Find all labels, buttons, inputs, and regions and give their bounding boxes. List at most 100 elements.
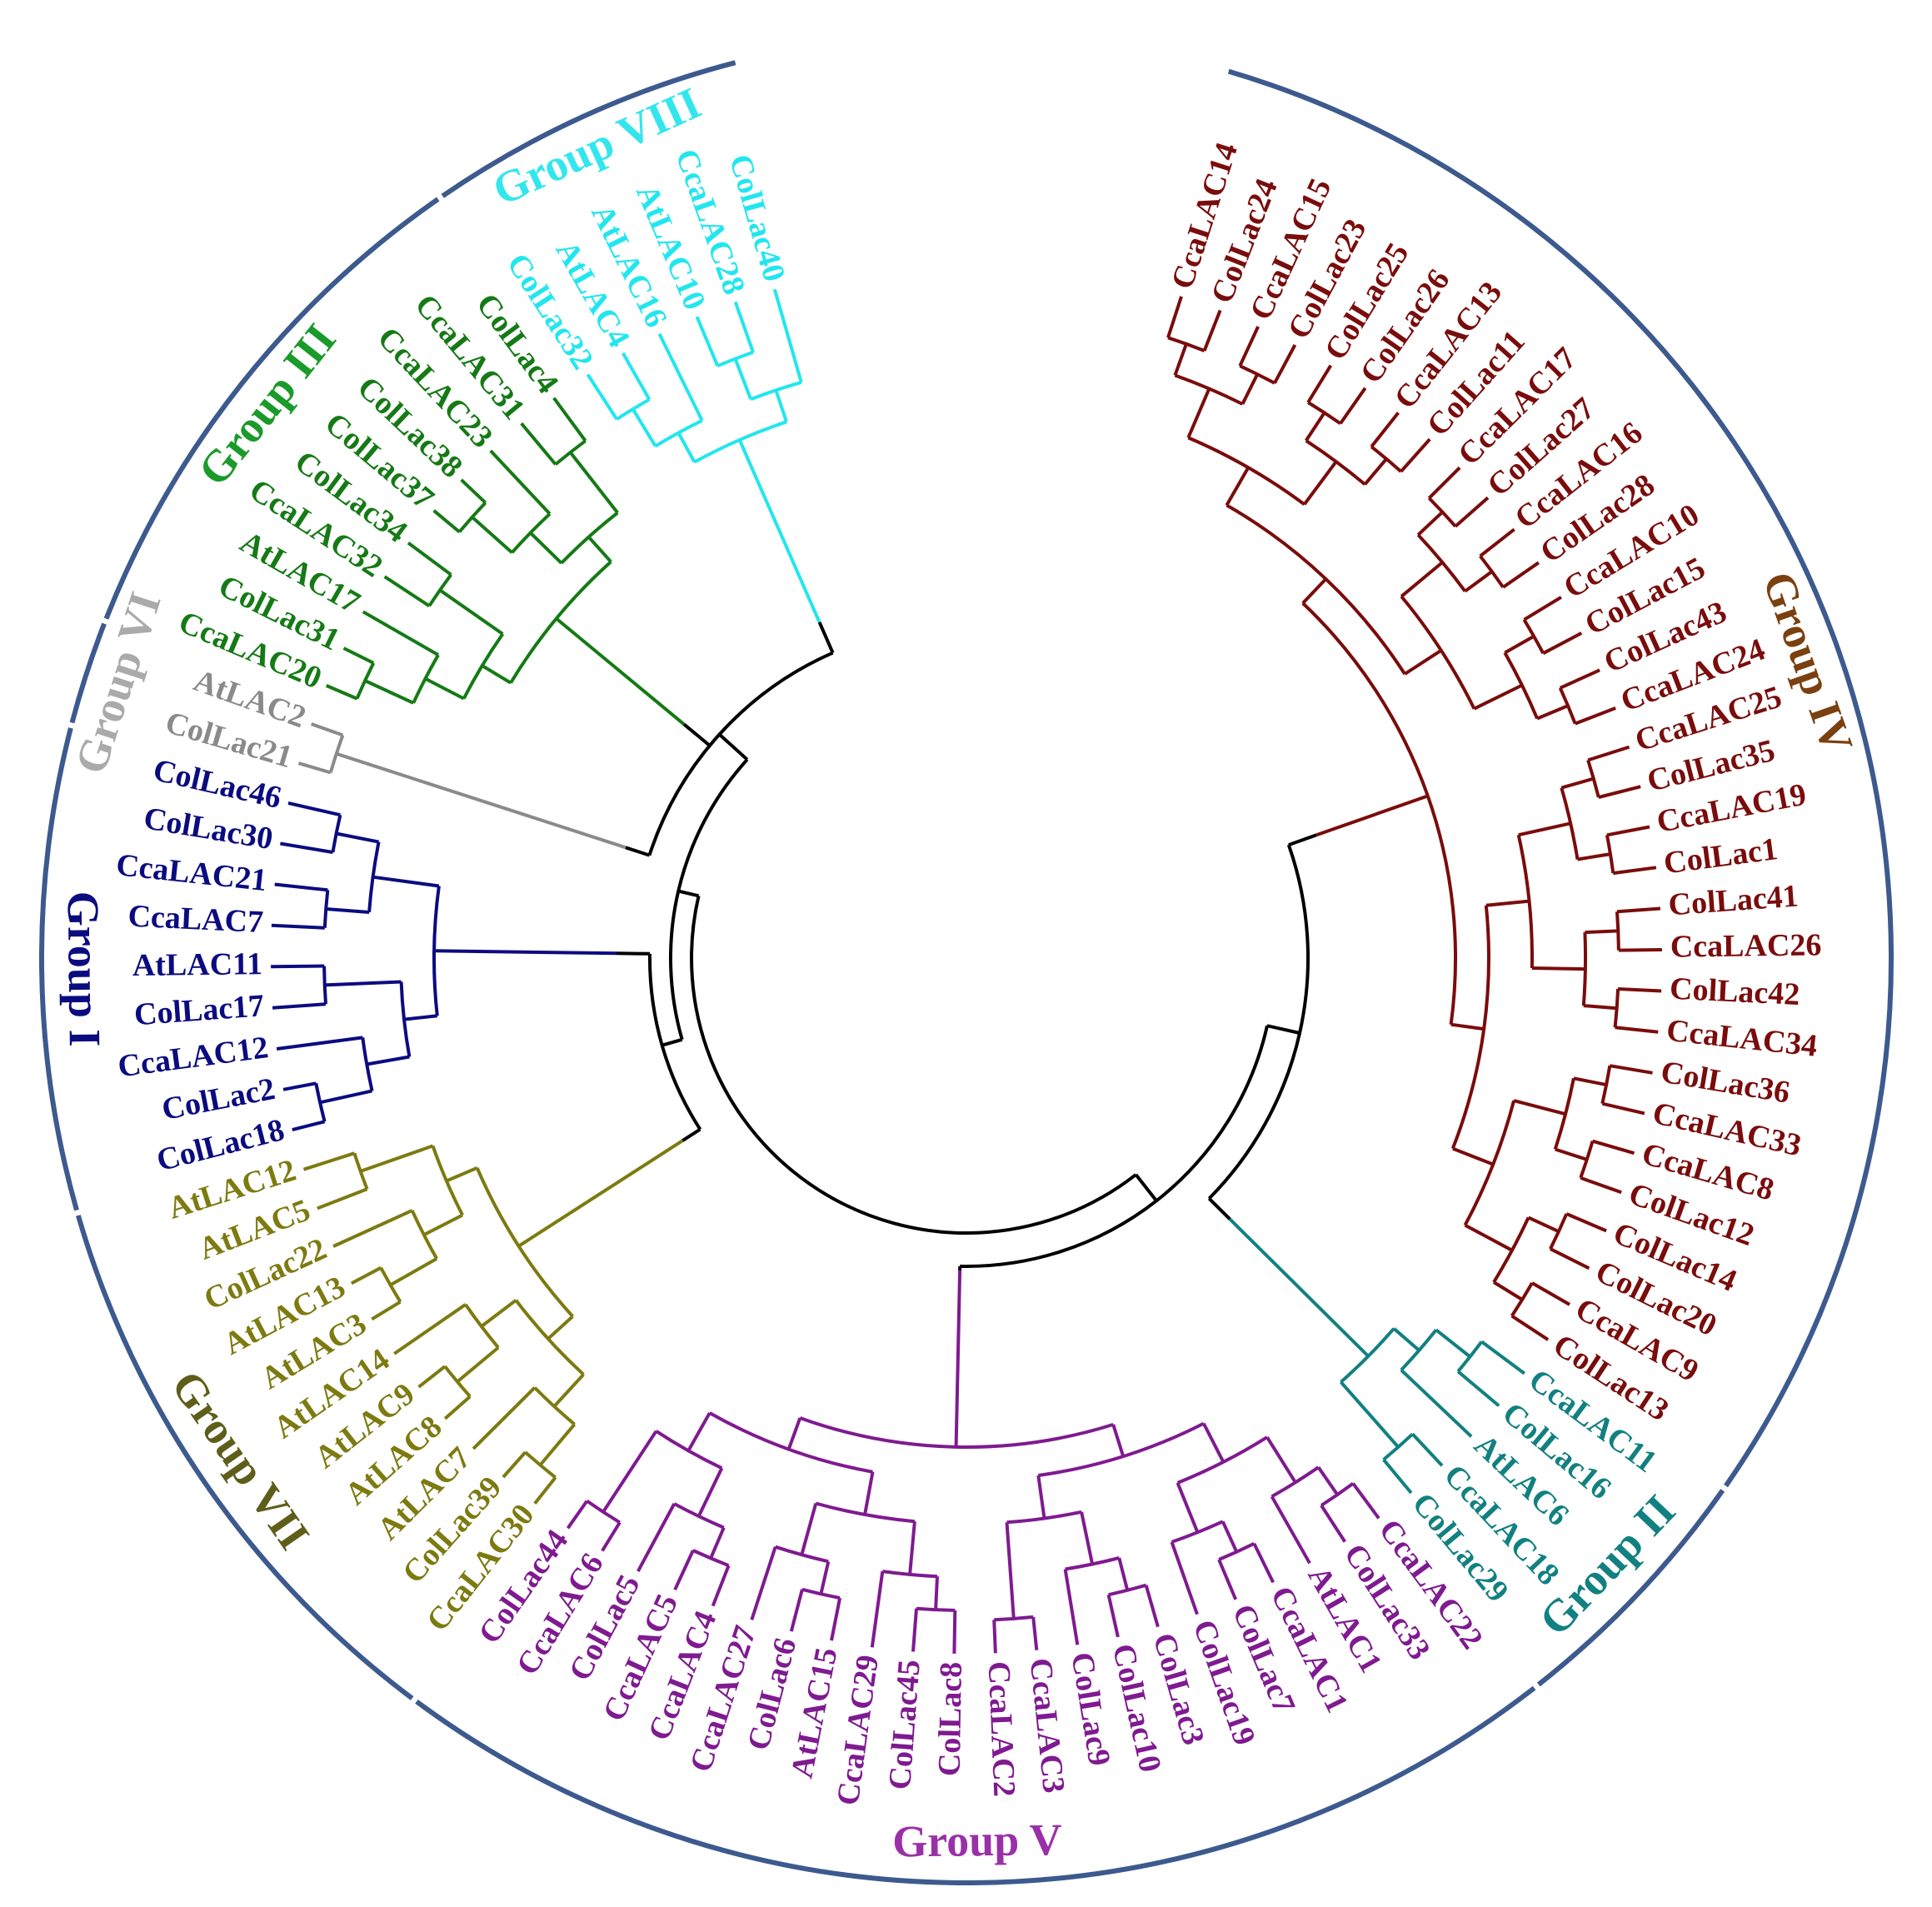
- branch: [1613, 866, 1657, 876]
- branch: [332, 1209, 413, 1248]
- branch: [1400, 437, 1431, 473]
- clade-arc: [1301, 602, 1458, 1025]
- group-label: Group IV: [1753, 566, 1863, 760]
- branch: [1504, 635, 1535, 655]
- branch: [1370, 412, 1400, 448]
- backbone-branch: [681, 1127, 701, 1142]
- branch: [1585, 929, 1619, 935]
- group-ring-segment: [415, 1685, 1536, 1885]
- branch: [472, 1386, 537, 1450]
- branch: [424, 676, 465, 701]
- branch: [569, 451, 619, 514]
- clade-arc: [1558, 686, 1577, 725]
- branch: [711, 1565, 731, 1607]
- clade-arc: [1549, 1213, 1569, 1250]
- branch: [366, 1055, 410, 1066]
- leaf-label: CcaLAC34: [1665, 1013, 1819, 1064]
- branch: [622, 352, 651, 401]
- backbone-branch: [677, 889, 700, 898]
- branch: [443, 1395, 472, 1420]
- clade-arc: [322, 890, 330, 928]
- branch: [952, 1610, 957, 1654]
- branch: [1400, 561, 1444, 598]
- branch: [1518, 821, 1571, 837]
- branch: [1266, 1436, 1297, 1484]
- backbone-branch: [1266, 1024, 1300, 1035]
- backbone-arc: [690, 895, 1137, 1235]
- clade-arc: [1510, 1282, 1534, 1317]
- branch: [1117, 1557, 1130, 1591]
- branch: [432, 509, 461, 534]
- branch: [1031, 1616, 1039, 1650]
- clade-arc: [1581, 932, 1587, 1006]
- clade-arc: [432, 886, 441, 1016]
- clade-arc: [314, 1082, 327, 1122]
- clade-arc: [1416, 533, 1467, 592]
- group-stem: [555, 617, 686, 726]
- branch: [502, 1450, 527, 1479]
- branch: [1527, 1216, 1560, 1234]
- branch: [460, 478, 487, 504]
- branch: [1464, 570, 1493, 593]
- branch: [350, 1266, 382, 1285]
- branch: [733, 301, 755, 353]
- group-stem: [336, 751, 627, 850]
- group-ring-segment: [1227, 68, 1894, 1488]
- branch: [587, 536, 612, 563]
- branch: [1550, 1247, 1590, 1271]
- branch: [1513, 1099, 1566, 1116]
- branch: [1416, 511, 1444, 537]
- branch: [676, 432, 696, 463]
- branch: [1340, 1380, 1400, 1449]
- branch: [1241, 373, 1259, 405]
- branch: [1510, 1314, 1550, 1341]
- branch: [552, 1373, 585, 1408]
- branch: [317, 1187, 368, 1211]
- branch: [362, 610, 439, 656]
- backbone-branch: [1134, 1173, 1158, 1202]
- branch: [393, 1303, 467, 1355]
- branch: [1301, 577, 1327, 605]
- clade-arc: [1463, 1100, 1516, 1226]
- branch: [446, 1166, 478, 1183]
- branch: [733, 357, 753, 400]
- clade-arc: [1516, 834, 1534, 969]
- branch: [1454, 496, 1490, 528]
- branch: [1392, 1327, 1420, 1352]
- branch: [1464, 1223, 1513, 1252]
- branch: [1580, 1176, 1622, 1195]
- branch: [1456, 1370, 1500, 1407]
- branch: [601, 1521, 622, 1552]
- branch: [870, 1570, 885, 1648]
- leaf-label: ColLac17: [133, 988, 266, 1032]
- leaf-label: ColLac9: [1064, 1650, 1116, 1768]
- leaf-label: ColLac8: [932, 1661, 969, 1776]
- branch: [1427, 466, 1461, 500]
- branch: [389, 1257, 438, 1287]
- branch: [302, 1151, 356, 1171]
- branch: [371, 1300, 402, 1321]
- branch: [1005, 1522, 1016, 1620]
- branch: [1492, 1280, 1524, 1301]
- branch: [1479, 527, 1515, 558]
- group-ring-segment: [39, 727, 79, 1211]
- branch: [586, 373, 618, 421]
- branch: [287, 801, 341, 817]
- backbone-arc: [647, 953, 702, 1131]
- backbone-branch: [616, 951, 651, 956]
- clade-arc: [328, 734, 345, 773]
- branch: [1618, 987, 1662, 993]
- branch: [1485, 899, 1530, 907]
- group-label: Group I: [58, 891, 110, 1046]
- group-stem: [434, 949, 617, 956]
- group-stem: [1315, 794, 1429, 837]
- branch: [908, 1521, 916, 1575]
- clade-arc: [1271, 1465, 1320, 1499]
- branch: [1559, 668, 1600, 690]
- group-stem: [954, 1270, 962, 1447]
- group-ring-segment: [76, 1215, 414, 1700]
- branch: [538, 1423, 577, 1466]
- branch: [1542, 632, 1583, 655]
- branch: [1480, 1340, 1525, 1375]
